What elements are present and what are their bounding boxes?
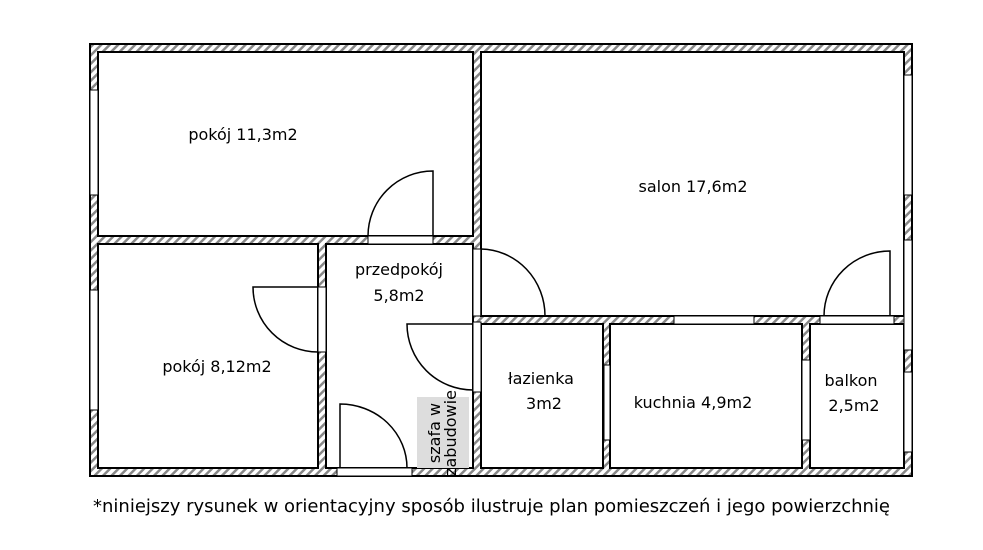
door-swing [823, 250, 891, 317]
window [903, 239, 913, 351]
door-opening [819, 315, 895, 325]
door-swing [252, 286, 319, 353]
label-kuchnia: kuchnia 4,9m2 [634, 393, 753, 412]
room-kuchnia [609, 323, 803, 469]
door-opening [472, 321, 482, 393]
door-swing [339, 403, 408, 469]
window [801, 359, 811, 441]
label-przedpokoj: przedpokój [355, 260, 443, 279]
door-opening [472, 248, 482, 317]
window [89, 89, 99, 196]
room-pokoj-11 [97, 51, 474, 237]
door-swing [367, 170, 434, 237]
window [903, 74, 913, 196]
label-lazienka: łazienka [508, 369, 574, 388]
window [603, 364, 611, 441]
label-balkon-area: 2,5m2 [828, 396, 879, 415]
label-pokoj-8: pokój 8,12m2 [162, 357, 271, 376]
opening [673, 315, 755, 325]
door-swing [480, 248, 546, 317]
entrance-opening [336, 467, 413, 477]
door-swing [406, 323, 474, 391]
window [903, 371, 913, 453]
room-pokoj-8 [97, 243, 319, 469]
door-opening [367, 235, 434, 245]
room-salon [480, 51, 905, 317]
label-pokoj-11: pokój 11,3m2 [188, 125, 297, 144]
closet [417, 397, 469, 468]
closet-label: szafa wzabudowie [425, 390, 460, 476]
room-lazienka [480, 323, 604, 469]
disclaimer-note: *niniejszy rysunek w orientacyjny sposób… [93, 496, 890, 517]
door-opening [317, 286, 327, 353]
window [89, 289, 99, 411]
label-lazienka-area: 3m2 [526, 394, 562, 413]
label-salon: salon 17,6m2 [639, 177, 748, 196]
label-przedpokoj-area: 5,8m2 [373, 286, 424, 305]
label-balkon: balkon [824, 371, 877, 390]
